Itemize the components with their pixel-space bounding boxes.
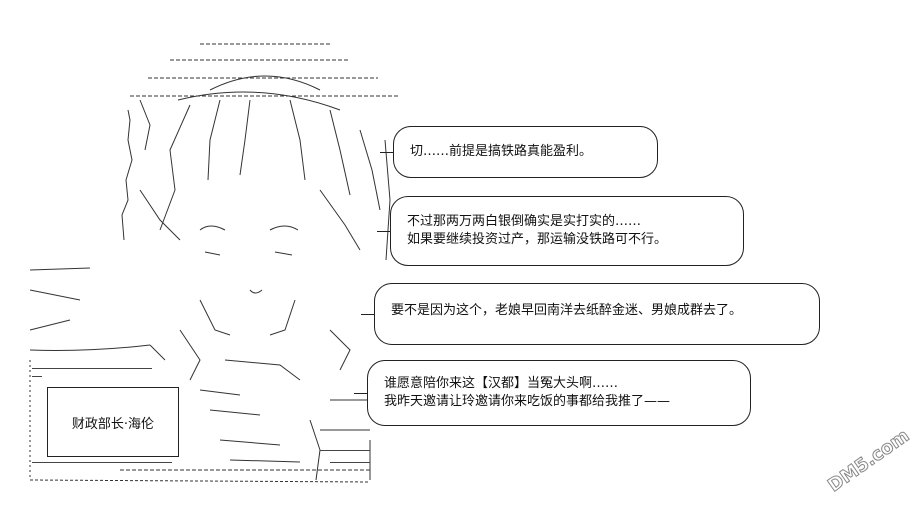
character-nameplate: 财政部长·海伦 xyxy=(47,387,179,457)
speech-bubble-2: 不过那两万两白银倒确实是实打实的…… 如果要继续投资过产，那运输没铁路可不行。 xyxy=(377,196,744,266)
bubble-2-line-2: 如果要继续投资过产，那运输没铁路可不行。 xyxy=(407,232,668,247)
bubble-tail xyxy=(380,152,394,153)
speech-bubble-1: 切……前提是搞铁路真能盈利。 xyxy=(380,126,658,178)
bubble-4-line-1: 谁愿意陪你来这【汉都】当冤大头啊…… xyxy=(384,376,619,391)
speech-bubble-3: 要不是因为这个，老娘早回南洋去纸醉金迷、男娘成群去了。 xyxy=(361,283,820,345)
speech-bubble-4: 谁愿意陪你来这【汉都】当冤大头啊…… 我昨天邀请让玲邀请你来吃饭的事都给我推了—… xyxy=(354,360,751,426)
bubble-tail xyxy=(377,231,391,232)
bubble-3-line-1: 要不是因为这个，老娘早回南洋去纸醉金迷、男娘成群去了。 xyxy=(391,303,743,318)
bubble-2-line-1: 不过那两万两白银倒确实是实打实的…… xyxy=(407,214,642,229)
site-watermark-logo: DM5.com xyxy=(812,420,914,500)
nameplate-text: 财政部长·海伦 xyxy=(71,416,155,432)
bubble-tail xyxy=(361,314,375,315)
bubble-tail xyxy=(354,393,368,394)
bubble-1-line-1: 切……前提是搞铁路真能盈利。 xyxy=(410,144,593,159)
bubble-4-line-2: 我昨天邀请让玲邀请你来吃饭的事都给我推了—— xyxy=(384,394,671,409)
watermark-text: DM5.com xyxy=(824,425,912,496)
